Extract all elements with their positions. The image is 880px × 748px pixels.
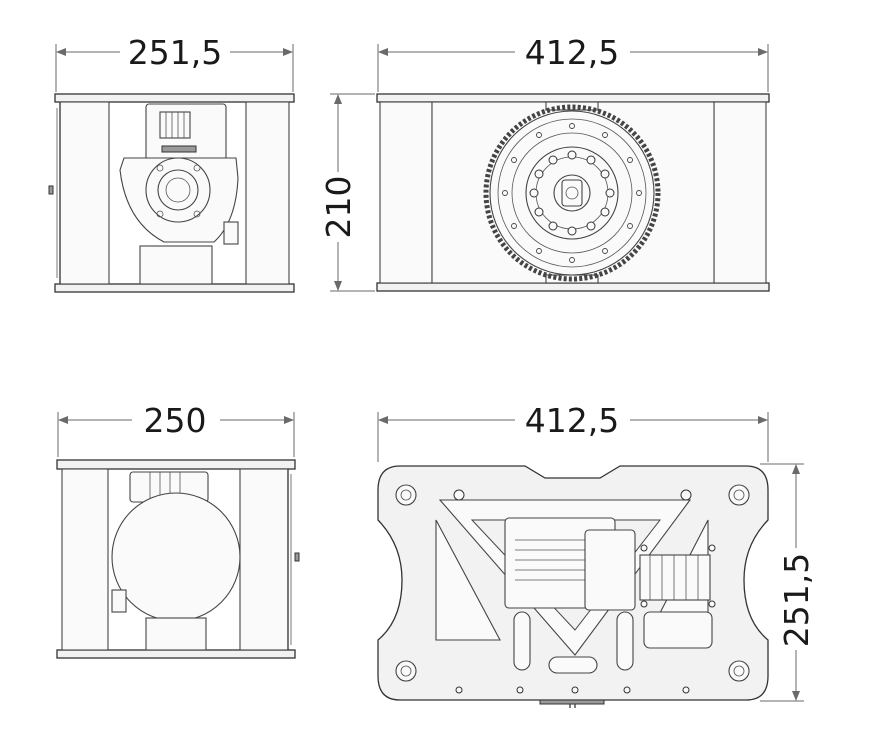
gear-holes-outer: [502, 123, 642, 263]
dim-label-front-top-width: 412,5: [525, 33, 619, 72]
dim-front-top-width: 412,5: [377, 33, 769, 92]
dim-label-front-top-height: 210: [319, 176, 358, 239]
dim-plan-bottom-height: 251,5: [760, 463, 816, 702]
plan-view-bottom: 412,5 251,5: [377, 401, 816, 708]
dim-label-side-bottom: 250: [144, 401, 207, 440]
corner-bolts: [395, 484, 750, 682]
dim-label-plan-bottom-width: 412,5: [525, 401, 619, 440]
dim-side-top-width: 251,5: [55, 33, 294, 92]
dim-plan-bottom-width: 412,5: [377, 401, 769, 462]
side-view-bottom: 250: [56, 401, 300, 659]
front-view-top: 412,5 210: [319, 33, 770, 292]
dim-front-top-height: 210: [319, 93, 375, 292]
side-view-top: 251,5: [48, 33, 295, 293]
gear-holes-inner: [529, 150, 615, 236]
dim-label-plan-bottom-height: 251,5: [777, 553, 816, 647]
dim-side-bottom-width: 250: [57, 401, 295, 457]
dim-label-side-top: 251,5: [128, 33, 222, 72]
small-holes: [453, 489, 716, 694]
